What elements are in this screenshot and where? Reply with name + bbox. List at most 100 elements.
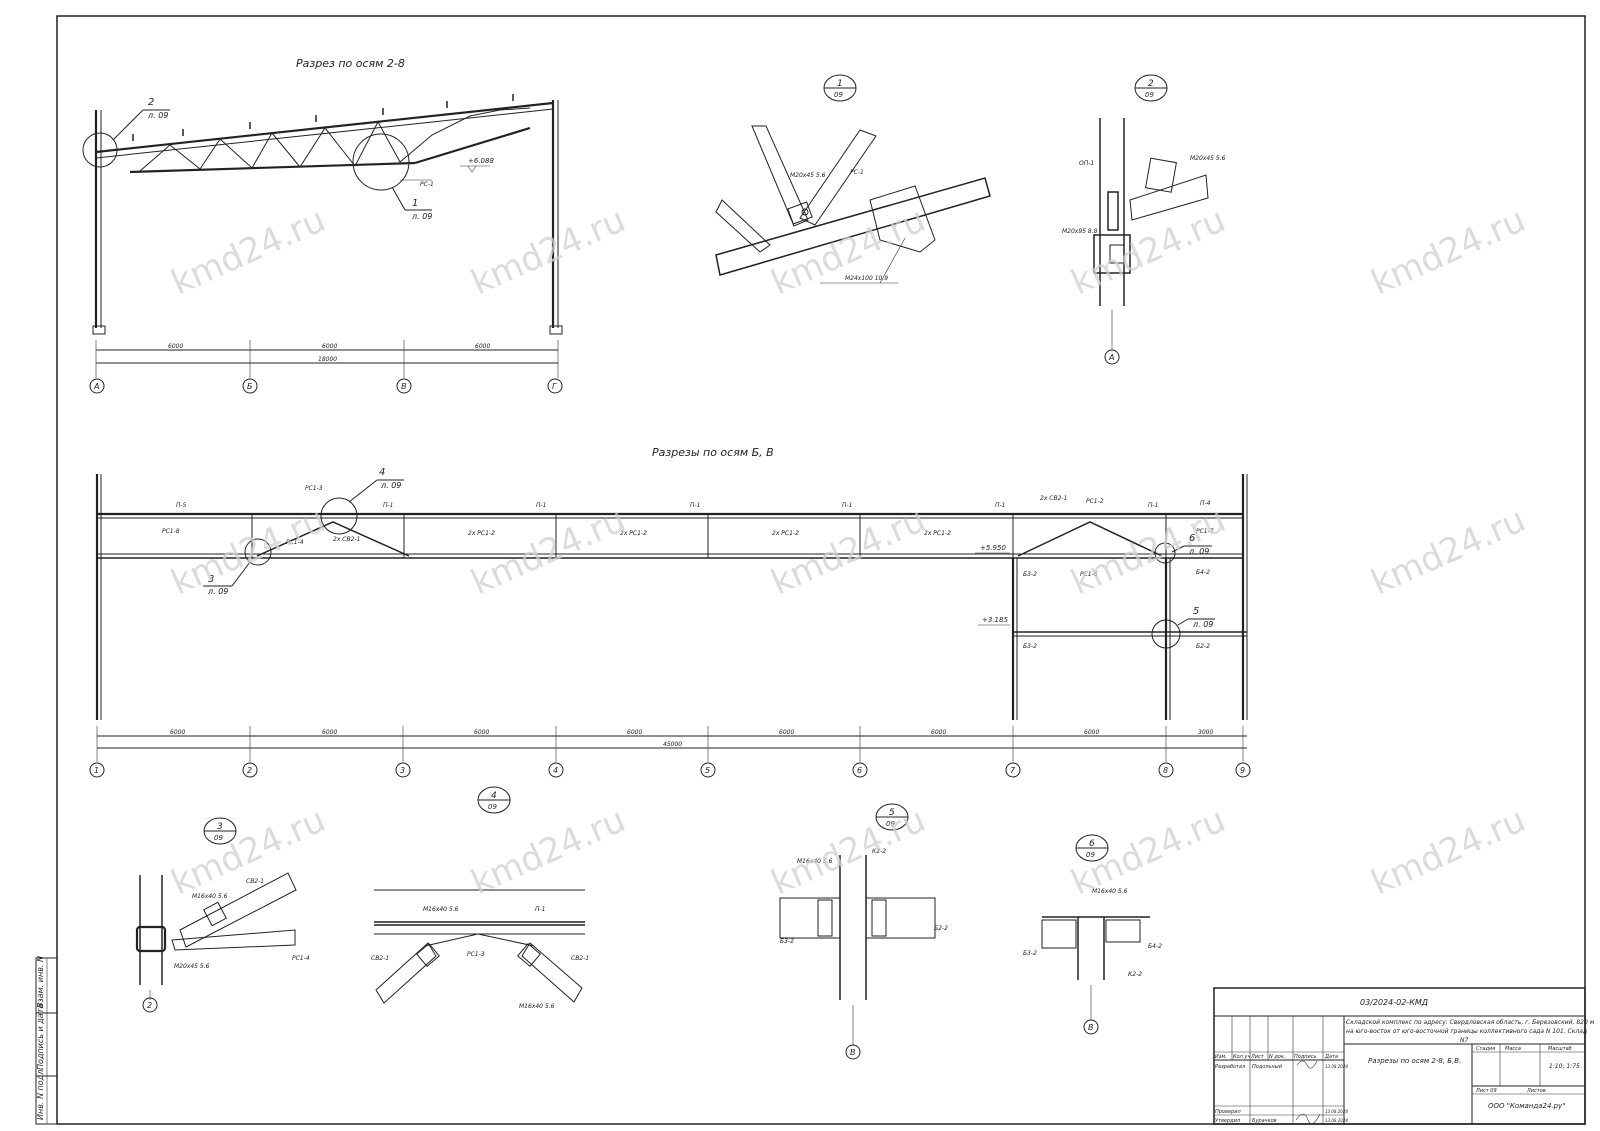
ml-1: РС1-8: [162, 528, 180, 535]
ml-16: 2х СВ2-1: [1040, 495, 1067, 502]
ml-0: П-5: [176, 502, 187, 509]
dim-top-1: 6000: [168, 343, 183, 350]
callout-4-sheet: л. 09: [380, 481, 401, 490]
detail-2: 2 09 А ОП-1 М20х45 5.6 М20х95 8.8: [1062, 74, 1226, 365]
detail-3: 3 09 2 СВ2-1 М16х40 5.6 М20х45 5.6 РС1-4: [135, 817, 310, 1013]
title-block: 03/2024-02-КМД Складской комплекс по адр…: [1213, 987, 1595, 1125]
d4-label-1: М16х40 5.6: [423, 906, 459, 913]
section-mid-labels: П-5 РС1-8 РС1-3 П-1 П-1 П-1 П-1 П-1 П-1 …: [162, 485, 1214, 650]
watermark-11: kmd24.ru: [165, 800, 331, 903]
callout-3-sheet: л. 09: [207, 587, 228, 596]
d3-label-3: М20х45 5.6: [174, 963, 210, 970]
detail-4: 4 09 М16х40 5.6 П-1 СВ2-1 РС1-3 СВ2-1 М1…: [371, 786, 589, 1010]
watermark-5: kmd24.ru: [1365, 200, 1531, 303]
level-mid-2: +3.185: [982, 616, 1008, 624]
section-mid-title: Разрезы по осям Б, В: [652, 446, 774, 459]
dim-mid-8: 3000: [1198, 729, 1213, 736]
ml-4: П-1: [536, 502, 547, 509]
detail-1-num: 1: [837, 79, 843, 89]
callout-1-num: 1: [412, 198, 418, 209]
detail-5-num: 5: [889, 808, 895, 818]
signature: [1295, 1060, 1321, 1125]
d1-label-2: РС-1: [850, 169, 864, 176]
detail-6: 6 09 В М16х40 5.6 Б3-2 Б4-2 К2-2: [1023, 834, 1162, 1035]
d6-label-3: Б4-2: [1148, 943, 1162, 950]
detail-3-sheet: 09: [214, 834, 223, 842]
callout-5-num: 5: [1193, 606, 1199, 617]
axis-mid-5: 5: [705, 766, 710, 775]
tb-r3-name: Бурачков: [1252, 1118, 1277, 1124]
d5-label-2: М16х40 5.6: [797, 858, 833, 865]
detail-1-sheet: 09: [834, 91, 843, 99]
detail-6-num: 6: [1089, 839, 1095, 849]
tb-scale: Масштаб: [1548, 1046, 1572, 1052]
axis-mid-8: 8: [1163, 766, 1168, 775]
axis-mid-7: 7: [1010, 766, 1016, 775]
axis-top-g: Г: [552, 382, 557, 391]
tb-h-izm: Изм.: [1215, 1054, 1227, 1060]
watermark-12: kmd24.ru: [465, 800, 631, 903]
stamp-label-2: Подпись и дата: [36, 1004, 45, 1070]
d4-label-3: СВ2-1: [371, 955, 389, 962]
dim-mid-1: 6000: [170, 729, 185, 736]
detail-2-axis: А: [1108, 353, 1114, 362]
callout-6-sheet: л. 09: [1188, 547, 1209, 556]
d5-label-3: Б3-2: [780, 938, 794, 945]
ml-11: 2х РС1-2: [620, 530, 647, 537]
d5-label-4: Б2-2: [934, 925, 948, 932]
detail-3-num: 3: [217, 822, 223, 832]
stamp-label-1: Взам. инв. N: [36, 956, 45, 1008]
ml-15: 2х СВ2-1: [333, 536, 360, 543]
dim-top-total: 18000: [318, 356, 337, 363]
section-top-title: Разрез по осям 2-8: [296, 57, 405, 70]
tb-sheet-title: Разрезы по осям 2-8, Б,В.: [1368, 1057, 1461, 1065]
ml-12: 2х РС1-2: [772, 530, 799, 537]
ml-22: Б3-2: [1023, 643, 1037, 650]
level-top: +6.088: [468, 157, 494, 165]
d3-label-1: СВ2-1: [246, 878, 264, 885]
sheet-frame: [56, 15, 1586, 1125]
ml-5: П-1: [690, 502, 701, 509]
d1-label-1: М20х45 5.6: [790, 172, 826, 179]
detail-6-axis: В: [1088, 1023, 1094, 1032]
axis-top-b: Б: [247, 382, 253, 391]
watermarks: kmd24.ru kmd24.ru kmd24.ru kmd24.ru kmd2…: [165, 200, 1531, 903]
d6-label-2: Б3-2: [1023, 950, 1037, 957]
tb-company: ООО "Команда24.ру": [1488, 1102, 1565, 1110]
axis-mid-3: 3: [400, 766, 405, 775]
callout-2-num: 2: [148, 97, 154, 108]
d6-label-4: К2-2: [1128, 971, 1142, 978]
ml-10: 2х РС1-2: [468, 530, 495, 537]
watermark-7: kmd24.ru: [465, 500, 631, 603]
tb-h-sign: Подпись: [1294, 1054, 1317, 1060]
tb-h-ndoc: N док.: [1269, 1054, 1285, 1060]
d4-label-4: РС1-3: [467, 951, 485, 958]
ml-9: П-4: [1200, 500, 1211, 507]
d5-label-1: К2-2: [872, 848, 886, 855]
watermark-13: kmd24.ru: [765, 800, 931, 903]
detail-4-num: 4: [491, 791, 497, 801]
ml-2: РС1-3: [305, 485, 323, 492]
watermark-6: kmd24.ru: [165, 500, 331, 603]
tb-r1-date: 13.08.2024: [1325, 1064, 1348, 1069]
detail-1: 1 09 М20х45 5.6 РС-1 М24х100 10.9: [715, 74, 991, 284]
d2-label-2: М20х45 5.6: [1190, 155, 1226, 162]
axis-mid-1: 1: [94, 766, 99, 775]
detail-5-axis: В: [850, 1048, 856, 1057]
watermark-2: kmd24.ru: [465, 200, 631, 303]
tb-r2-date: 13.08.2024: [1325, 1109, 1348, 1114]
dim-mid-2: 6000: [322, 729, 337, 736]
axis-mid-2: 2: [247, 766, 252, 775]
tb-scale-val: 1:10; 1:75: [1549, 1063, 1580, 1070]
d3-label-4: РС1-4: [292, 955, 310, 962]
tb-mass: Масса: [1505, 1046, 1521, 1052]
detail-3-axis: 2: [147, 1001, 152, 1010]
ml-19: Б3-2: [1023, 571, 1037, 578]
ml-6: П-1: [842, 502, 853, 509]
dim-mid-7: 6000: [1084, 729, 1099, 736]
axis-mid-6: 6: [857, 766, 862, 775]
dim-mid-6: 6000: [931, 729, 946, 736]
watermark-1: kmd24.ru: [165, 200, 331, 303]
ml-7: П-1: [995, 502, 1006, 509]
level-mid-1: +5.950: [980, 544, 1006, 552]
